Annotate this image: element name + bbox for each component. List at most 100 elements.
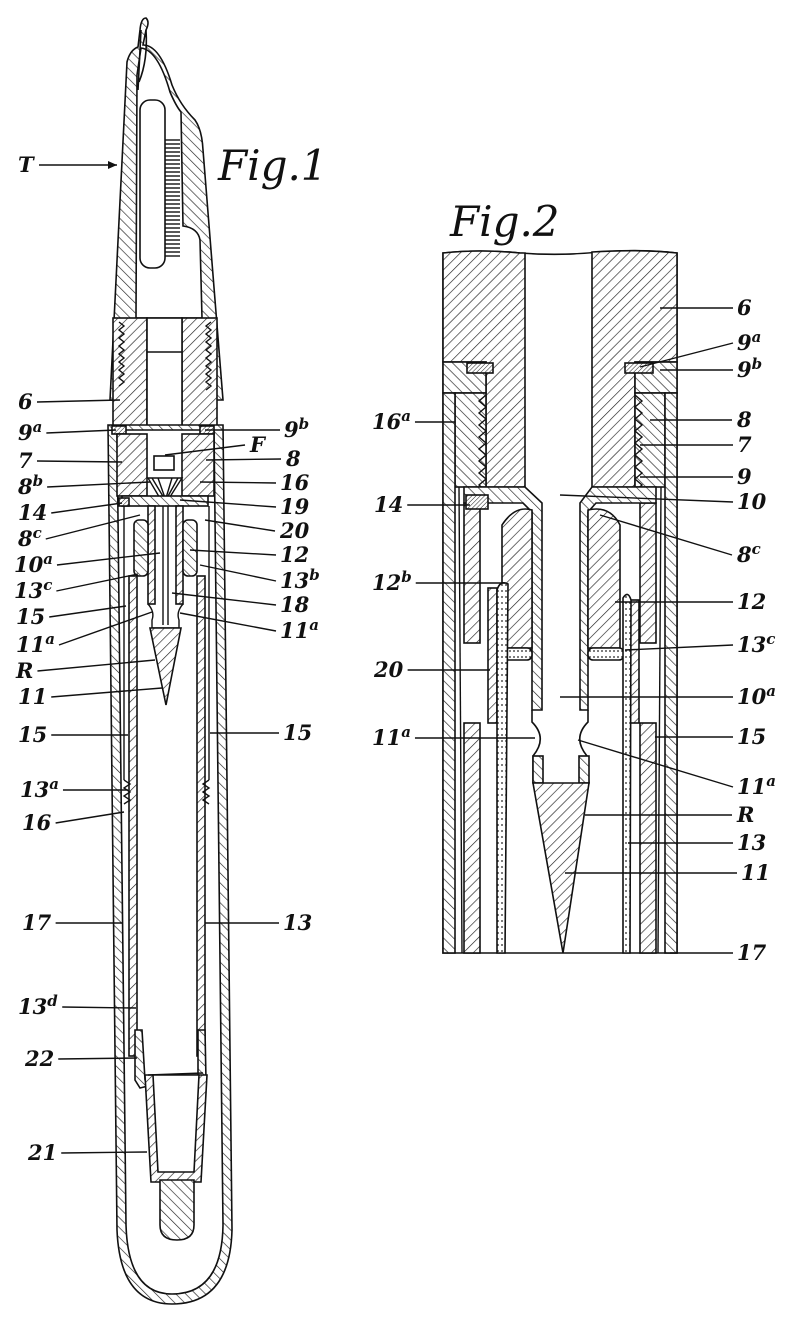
- thread-7-left: [477, 394, 488, 492]
- label-number: 13: [14, 578, 43, 603]
- leader-line: [51, 687, 163, 698]
- leader-line: [577, 739, 734, 788]
- label-text: 7: [737, 432, 752, 457]
- figure-1: Fig.1: [107, 17, 328, 1305]
- label-text: 16: [280, 470, 310, 495]
- reference-label-f2-9: 9: [640, 464, 752, 489]
- label-text: 15: [737, 724, 766, 749]
- figure-1-title: Fig.1: [217, 141, 328, 190]
- label-superscript: b: [401, 568, 412, 586]
- label-number: 11: [741, 860, 770, 885]
- reference-label-f1-13a: 13a: [20, 775, 128, 802]
- leader-line: [559, 494, 734, 503]
- label-superscript: b: [752, 355, 763, 373]
- label-text: 10a: [737, 682, 776, 709]
- reference-label-f2-10: 10: [559, 489, 767, 514]
- label-text: 20: [373, 657, 404, 682]
- reference-label-f1-15b: 15: [18, 722, 128, 747]
- label-text: 18: [280, 592, 310, 617]
- reference-label-f2-14: 14: [374, 492, 470, 517]
- label-superscript: a: [752, 328, 762, 346]
- label-number: 20: [279, 518, 310, 543]
- thread-left: [117, 321, 126, 387]
- label-number: 22: [24, 1046, 54, 1071]
- leader-line: [199, 564, 277, 582]
- tube-10a-right: [175, 505, 184, 605]
- label-number: 16: [22, 810, 52, 835]
- reference-label-f1-13d: 13d: [18, 992, 137, 1019]
- label-superscript: c: [43, 576, 52, 594]
- label-number: 7: [737, 432, 752, 457]
- section-6-right: [181, 317, 218, 431]
- label-text: R: [15, 658, 33, 683]
- leader-line: [56, 573, 139, 592]
- leader-line: [179, 499, 277, 508]
- reference-label-f1-15c: 15: [210, 720, 312, 745]
- label-number: 19: [280, 494, 310, 519]
- label-number: 11: [16, 632, 45, 657]
- thread-right: [204, 321, 213, 391]
- label-text: 7: [18, 448, 33, 473]
- section-6-left: [112, 317, 148, 431]
- reference-label-f2-R: R: [585, 802, 754, 827]
- label-number: 13: [280, 568, 309, 593]
- leader-line: [46, 429, 117, 434]
- reference-label-f1-13: 13: [205, 910, 312, 935]
- reference-label-f1-17: 17: [22, 910, 122, 935]
- label-text: 9a: [18, 418, 42, 445]
- tube-end: [147, 1072, 204, 1076]
- label-number: 8: [17, 474, 33, 499]
- reference-label-f1-13b: 13b: [199, 564, 320, 593]
- label-number: 8: [736, 407, 752, 432]
- sleeve-8-left: [454, 392, 487, 488]
- reference-label-f1-T: T: [18, 152, 117, 177]
- body-12-left: [501, 508, 533, 649]
- reference-label-f2-11aR: 11a: [577, 739, 776, 799]
- label-text: 13: [283, 910, 312, 935]
- label-text: 13: [737, 830, 766, 855]
- label-number: 8: [736, 542, 752, 567]
- reference-label-f2-15: 15: [655, 724, 766, 749]
- reference-label-f1-18: 18: [171, 592, 310, 617]
- tube-15-left: [458, 486, 463, 954]
- plug-end: [159, 1179, 195, 1241]
- screw-14: [465, 494, 489, 510]
- leader-line: [51, 502, 123, 514]
- label-superscript: a: [766, 682, 776, 700]
- label-number: 17: [737, 940, 767, 965]
- label-number: 11: [18, 684, 47, 709]
- reference-label-f2-16a: 16a: [372, 407, 455, 434]
- tube-15-right: [657, 486, 662, 954]
- label-text: 9: [737, 464, 752, 489]
- label-number: 21: [27, 1140, 57, 1165]
- label-text: 11a: [16, 630, 55, 657]
- label-superscript: a: [401, 723, 411, 741]
- reference-label-f1-14: 14: [18, 500, 123, 525]
- label-text: 8c: [17, 524, 42, 551]
- label-text: 12b: [372, 568, 412, 595]
- leader-line: [164, 444, 246, 456]
- reference-labels: T69a78b148c10a13c1511aR111513a161713d222…: [14, 152, 776, 1165]
- label-text: 6: [737, 295, 752, 320]
- ring-9a-right: [624, 362, 654, 374]
- reference-label-f1-R: R: [15, 658, 156, 683]
- label-number: 9: [737, 357, 752, 382]
- sleeve-8-left: [116, 433, 148, 497]
- label-text: 15: [283, 720, 312, 745]
- reference-label-f1-12: 12: [189, 542, 309, 567]
- leader-line: [36, 399, 121, 403]
- label-number: 13: [283, 910, 312, 935]
- label-number: R: [736, 802, 754, 827]
- label-text: 14: [374, 492, 403, 517]
- label-text: 8: [285, 446, 301, 471]
- leader-line: [189, 549, 277, 556]
- leader-line: [179, 612, 277, 632]
- reference-label-f2-8: 8: [650, 407, 752, 432]
- reference-label-f1-11aL: 11a: [16, 611, 153, 657]
- cone-R: [532, 782, 590, 954]
- label-number: 13: [737, 632, 766, 657]
- label-text: 12: [737, 589, 766, 614]
- label-text: 11: [741, 860, 770, 885]
- leader-line: [58, 1057, 138, 1060]
